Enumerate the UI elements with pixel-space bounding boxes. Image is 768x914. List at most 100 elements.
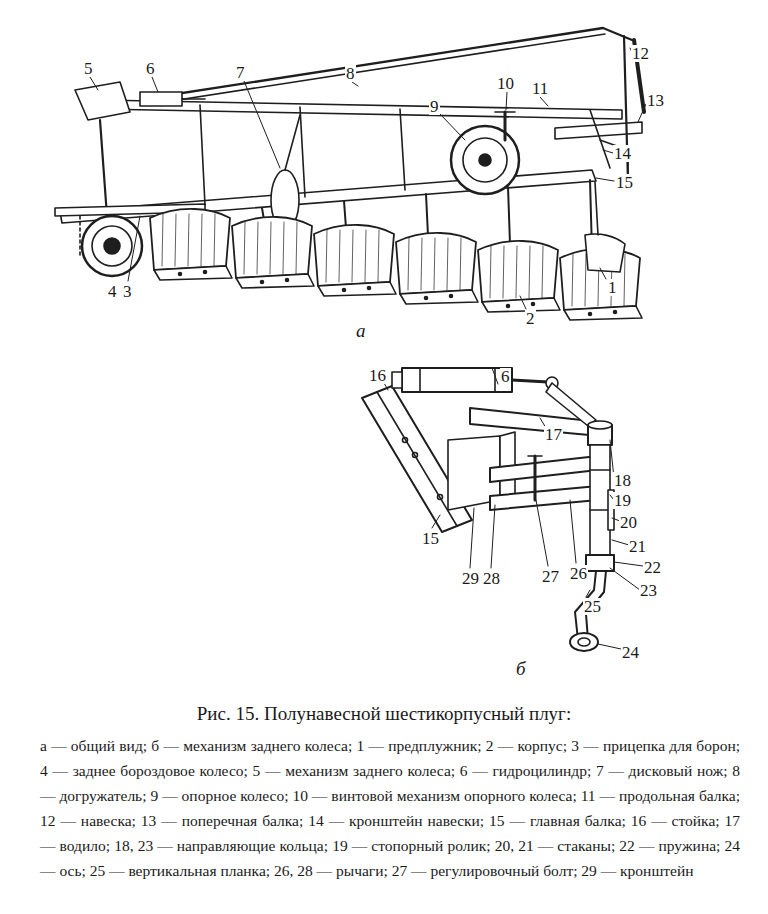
plow-body xyxy=(400,290,478,304)
plow-frame xyxy=(150,28,603,98)
plow-body xyxy=(344,201,346,228)
leader-line xyxy=(614,562,643,566)
plow-body xyxy=(232,217,312,278)
callout-number: 1 xyxy=(607,279,618,296)
callout-number: 8 xyxy=(345,65,356,82)
plow-body xyxy=(408,238,409,290)
leader-line xyxy=(152,77,158,92)
leader-line xyxy=(432,515,440,528)
plow-bodies xyxy=(150,180,642,320)
rear-mechanism xyxy=(182,98,205,100)
plow-body xyxy=(585,254,586,306)
plow-body xyxy=(516,246,517,298)
leader-line xyxy=(492,368,498,384)
wheel-mechanism xyxy=(413,453,418,458)
leader-line xyxy=(491,505,495,568)
plow-body xyxy=(214,214,215,266)
leader-line xyxy=(90,77,98,90)
callout-number: 10 xyxy=(496,75,515,92)
plow-frame xyxy=(60,170,596,223)
skimmer xyxy=(595,182,598,235)
plow-body xyxy=(175,214,176,266)
callout-number: 15 xyxy=(615,174,634,191)
plow-body xyxy=(396,233,476,294)
support-wheel xyxy=(504,112,507,140)
leader-line xyxy=(586,590,590,597)
figure-letter: б xyxy=(515,660,527,677)
leader-line xyxy=(638,104,646,122)
callout-number: 17 xyxy=(544,426,563,443)
leader-line xyxy=(536,500,548,566)
plow-body xyxy=(270,222,271,274)
plow-frame xyxy=(603,28,632,40)
plow-body xyxy=(257,222,258,274)
callout-number: 25 xyxy=(583,598,602,615)
plow-body xyxy=(318,282,396,296)
plow-body xyxy=(507,305,510,308)
wheel-mechanism xyxy=(578,638,590,646)
figure-caption: Рис. 15. Полунавесной шестикорпусный плу… xyxy=(20,702,748,726)
plow-body xyxy=(614,311,617,314)
hydraulic-cylinder xyxy=(402,368,512,392)
leader-line xyxy=(506,92,507,110)
leader-line xyxy=(244,81,280,168)
leader-line xyxy=(596,178,614,181)
wheel-mechanism xyxy=(590,509,610,511)
disc-knife xyxy=(285,115,300,170)
plow-body xyxy=(244,222,245,274)
plow-body xyxy=(490,246,491,298)
callout-number: 19 xyxy=(613,492,632,509)
callout-number: 6 xyxy=(145,60,156,77)
leader-line xyxy=(603,150,613,153)
callout-number: 13 xyxy=(646,92,665,109)
wheel-mechanism xyxy=(403,438,408,443)
plow-body xyxy=(460,238,461,290)
plow-frame xyxy=(300,107,305,197)
support-wheel xyxy=(479,154,491,166)
rear-wheel xyxy=(82,216,142,276)
plow-body xyxy=(154,266,232,280)
rear-mechanism xyxy=(140,92,182,106)
leader-line xyxy=(384,383,388,390)
callout-number: 2 xyxy=(525,310,536,327)
wheel-mechanism xyxy=(590,469,610,471)
callout-number: 23 xyxy=(639,582,658,599)
plow-frame xyxy=(200,105,205,205)
wheel-mechanism xyxy=(588,421,612,429)
wheel-mechanism xyxy=(490,486,598,510)
leader-line xyxy=(598,644,621,649)
callout-number: 7 xyxy=(235,64,246,81)
figure-letter: а xyxy=(355,322,367,339)
plow-body xyxy=(378,230,379,282)
callout-number: 5 xyxy=(83,60,94,77)
plow-body xyxy=(421,238,422,290)
wheel-mechanism xyxy=(590,445,610,555)
callout-number: 16 xyxy=(368,367,387,384)
rear-wheel xyxy=(92,226,132,266)
hydraulic-cylinder xyxy=(419,368,421,392)
plow-body xyxy=(508,187,510,244)
plow-body xyxy=(365,230,366,282)
plow-frame xyxy=(590,110,610,168)
callout-number: 15 xyxy=(421,530,440,547)
hydraulic-cylinder xyxy=(512,380,548,382)
wheel-mechanism xyxy=(570,633,598,651)
wheel-mechanism xyxy=(534,456,537,500)
callout-number: 29 xyxy=(461,570,480,587)
plow-body xyxy=(314,225,394,286)
wheel-mechanism xyxy=(546,383,596,426)
harrow-hitch xyxy=(79,216,81,258)
leader-line xyxy=(612,540,629,545)
plow-body xyxy=(296,222,297,274)
plow-body xyxy=(188,214,189,266)
callout-number: 9 xyxy=(429,98,440,115)
callout-number: 27 xyxy=(541,568,560,585)
callout-number: 12 xyxy=(631,45,650,62)
plow-body xyxy=(283,222,284,274)
support-wheel xyxy=(451,112,519,194)
callout-number: 22 xyxy=(643,559,662,576)
plow-body xyxy=(450,295,453,298)
plow-body xyxy=(162,214,163,266)
plow-body xyxy=(572,254,573,306)
callout-number: 20 xyxy=(619,514,638,531)
